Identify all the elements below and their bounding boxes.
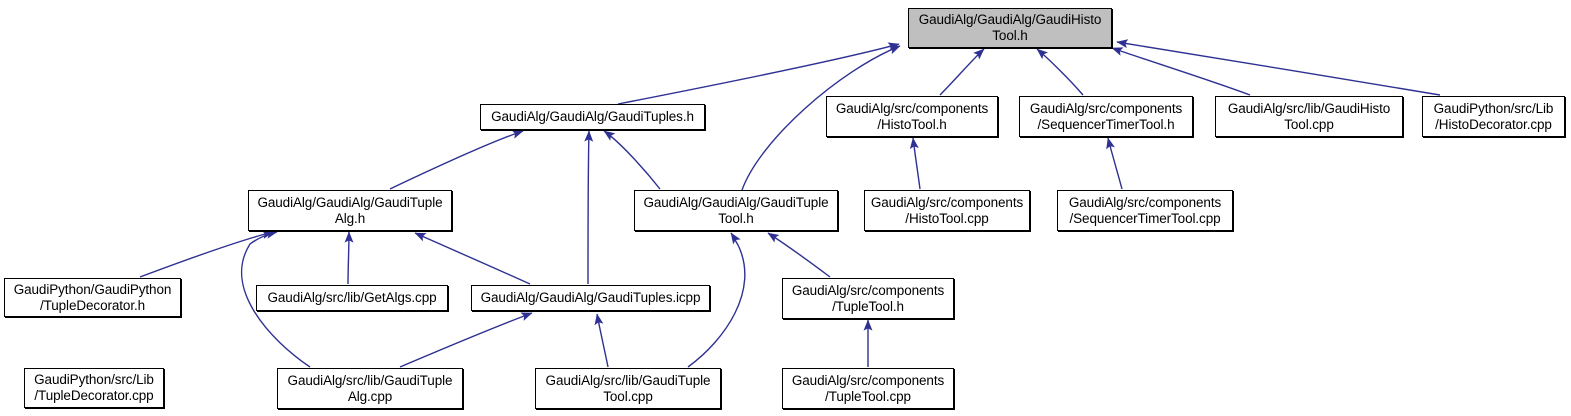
graph-node-label: GaudiAlg/src/components /HistoTool.h: [835, 100, 989, 132]
graph-node-label: GaudiAlg/src/components /TupleTool.h: [791, 282, 945, 314]
graph-node-label: GaudiAlg/src/lib/GaudiTuple Alg.cpp: [287, 372, 453, 404]
graph-edge-gaudituppletool_h-to-gaudihistotool_h: [741, 45, 901, 191]
graph-node-label: GaudiAlg/src/components /TupleTool.cpp: [791, 372, 945, 404]
graph-node-gaudihistotool_h[interactable]: GaudiAlg/GaudiAlg/GaudiHisto Tool.h: [908, 8, 1112, 48]
graph-node-label: GaudiPython/src/Lib /TupleDecorator.cpp: [34, 372, 154, 403]
graph-node-label: GaudiAlg/src/lib/GetAlgs.cpp: [267, 290, 437, 305]
graph-edge-histotool_cpp-to-histotool_h: [909, 137, 921, 190]
graph-node-gaudituppletool_cpp[interactable]: GaudiAlg/src/lib/GaudiTuple Tool.cpp: [535, 368, 721, 409]
graph-node-gaudituples_icpp[interactable]: GaudiAlg/GaudiAlg/GaudiTuples.icpp: [471, 285, 710, 311]
graph-node-gaudituppletool_h[interactable]: GaudiAlg/GaudiAlg/GaudiTuple Tool.h: [634, 190, 838, 231]
graph-node-label: GaudiAlg/src/components /SequencerTimerT…: [1068, 194, 1222, 226]
graph-node-label: GaudiAlg/GaudiAlg/GaudiTuple Tool.h: [643, 194, 829, 226]
graph-node-sequencertimertool_h[interactable]: GaudiAlg/src/components /SequencerTimerT…: [1019, 96, 1193, 137]
graph-node-label: GaudiAlg/GaudiAlg/GaudiTuple Alg.h: [257, 194, 443, 226]
graph-node-sequencertimertool_cpp[interactable]: GaudiAlg/src/components /SequencerTimerT…: [1057, 190, 1233, 231]
graph-edge-gaudituplealg_cpp-to-gaudituples_icpp: [399, 312, 533, 368]
graph-edge-gaudituples_icpp-to-gaudituples_h: [584, 130, 594, 285]
graph-node-gaudituples_h[interactable]: GaudiAlg/GaudiAlg/GaudiTuples.h: [480, 104, 705, 130]
graph-edge-histodecorator_cpp-to-gaudihistotool_h: [1116, 39, 1441, 96]
graph-node-label: GaudiAlg/src/components /HistoTool.cpp: [870, 194, 1024, 226]
graph-edge-getalgs_cpp-to-gaudituplealg_h: [344, 231, 354, 285]
graph-edge-histotool_h-to-gaudihistotool_h: [939, 48, 985, 96]
graph-node-label: GaudiAlg/GaudiAlg/GaudiHisto Tool.h: [918, 12, 1102, 43]
graph-node-tupledecorator_h[interactable]: GaudiPython/GaudiPython /TupleDecorator.…: [4, 278, 181, 317]
graph-edge-gaudituplealg_h-to-gaudituples_h: [389, 130, 524, 190]
graph-node-tupledecorator_cpp[interactable]: GaudiPython/src/Lib /TupleDecorator.cpp: [24, 368, 164, 408]
graph-edge-sequencertimertool_cpp-to-sequencertimertool_h: [1106, 137, 1123, 190]
graph-edge-gaudituplealg_cpp-to-gaudituplealg_h: [240, 229, 311, 368]
graph-node-label: GaudiAlg/GaudiAlg/GaudiTuples.h: [491, 109, 694, 124]
graph-node-histotool_h[interactable]: GaudiAlg/src/components /HistoTool.h: [826, 96, 998, 137]
graph-edge-gaudituppletool_cpp-to-gaudituples_icpp: [594, 313, 609, 368]
graph-edge-gaudihistotool_cpp-to-gaudihistotool_h: [1111, 47, 1251, 96]
graph-edge-tupledecorator_h-to-gaudituplealg_h: [139, 230, 274, 278]
graph-node-label: GaudiAlg/src/components /SequencerTimerT…: [1029, 100, 1183, 132]
graph-edge-tupletool_h-to-gaudituppletool_h: [767, 232, 831, 278]
graph-edge-gaudituples_h-to-gaudihistotool_h: [617, 42, 900, 105]
graph-edge-gaudituppletool_h-to-gaudituples_h: [603, 130, 661, 190]
graph-node-label: GaudiAlg/src/lib/GaudiTuple Tool.cpp: [545, 372, 711, 404]
graph-node-tupletool_cpp[interactable]: GaudiAlg/src/components /TupleTool.cpp: [782, 368, 954, 409]
graph-node-label: GaudiPython/src/Lib /HistoDecorator.cpp: [1433, 100, 1554, 132]
graph-edge-gaudituppletool_cpp-to-gaudituppletool_h: [687, 232, 746, 368]
graph-node-gaudihistotool_cpp[interactable]: GaudiAlg/src/lib/GaudiHisto Tool.cpp: [1215, 96, 1403, 137]
graph-node-label: GaudiPython/GaudiPython /TupleDecorator.…: [13, 281, 172, 313]
graph-node-tupletool_h[interactable]: GaudiAlg/src/components /TupleTool.h: [782, 278, 954, 319]
graph-node-histodecorator_cpp[interactable]: GaudiPython/src/Lib /HistoDecorator.cpp: [1422, 96, 1565, 137]
graph-edge-gaudituples_icpp-to-gaudituplealg_h: [414, 232, 531, 285]
graph-node-label: GaudiAlg/GaudiAlg/GaudiTuples.icpp: [480, 290, 701, 305]
graph-node-gaudituplealg_cpp[interactable]: GaudiAlg/src/lib/GaudiTuple Alg.cpp: [277, 368, 463, 409]
graph-node-getalgs_cpp[interactable]: GaudiAlg/src/lib/GetAlgs.cpp: [256, 285, 448, 311]
graph-node-histotool_cpp[interactable]: GaudiAlg/src/components /HistoTool.cpp: [864, 190, 1030, 231]
graph-node-label: GaudiAlg/src/lib/GaudiHisto Tool.cpp: [1227, 100, 1391, 132]
graph-edge-sequencertimertool_h-to-gaudihistotool_h: [1036, 48, 1084, 96]
graph-node-gaudituplealg_h[interactable]: GaudiAlg/GaudiAlg/GaudiTuple Alg.h: [248, 190, 452, 231]
